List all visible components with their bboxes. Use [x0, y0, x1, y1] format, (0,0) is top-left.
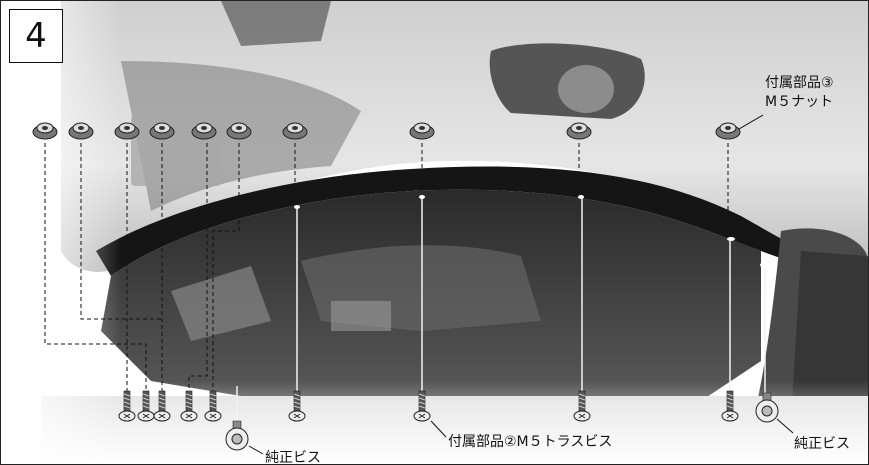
nut-leader-line: [738, 114, 764, 130]
oem-screw-label: 純正ビス: [265, 450, 321, 465]
guide-lines: [44, 143, 729, 391]
oem-screw-icon: [755, 392, 779, 423]
m5-nut-icon: [114, 122, 140, 140]
oem-screw-right-label: 純正ビス: [794, 436, 850, 452]
m5-nut-icon: [149, 122, 175, 140]
truss-screws: [118, 390, 739, 422]
oem-right-leader-line: [776, 418, 794, 434]
step-number-box: 4: [9, 9, 63, 63]
truss-screw-icon: [288, 390, 306, 422]
part3-label-line2: M５ナット: [765, 94, 834, 110]
part3-label-line1: 付属部品③: [765, 75, 834, 91]
truss-screw-icon: [204, 390, 222, 422]
truss-screw-icon: [721, 390, 739, 422]
m5-nut-icon: [715, 122, 741, 140]
m5-nut-icon: [191, 122, 217, 140]
truss-screw-icon: [118, 390, 136, 422]
truss-screw-icon: [413, 390, 431, 422]
truss-leader-line: [430, 420, 447, 438]
oem-leader-line: [248, 445, 264, 455]
truss-screw-label: 付属部品②M５トラスビス: [448, 434, 613, 450]
m5-nut-icon: [282, 122, 308, 140]
truss-screw-icon: [180, 390, 198, 422]
m5-nut-icon: [68, 122, 94, 140]
oem-screw-icon: [225, 420, 249, 451]
m5-nut-icon: [226, 122, 252, 140]
truss-screw-icon: [573, 390, 591, 422]
m5-nuts: [32, 122, 741, 140]
m5-nut-icon: [566, 122, 592, 140]
m5-nut-icon: [32, 122, 58, 140]
bolt-lines: [236, 196, 766, 421]
truss-screw-icon: [153, 390, 171, 422]
m5-nut-icon: [409, 122, 435, 140]
